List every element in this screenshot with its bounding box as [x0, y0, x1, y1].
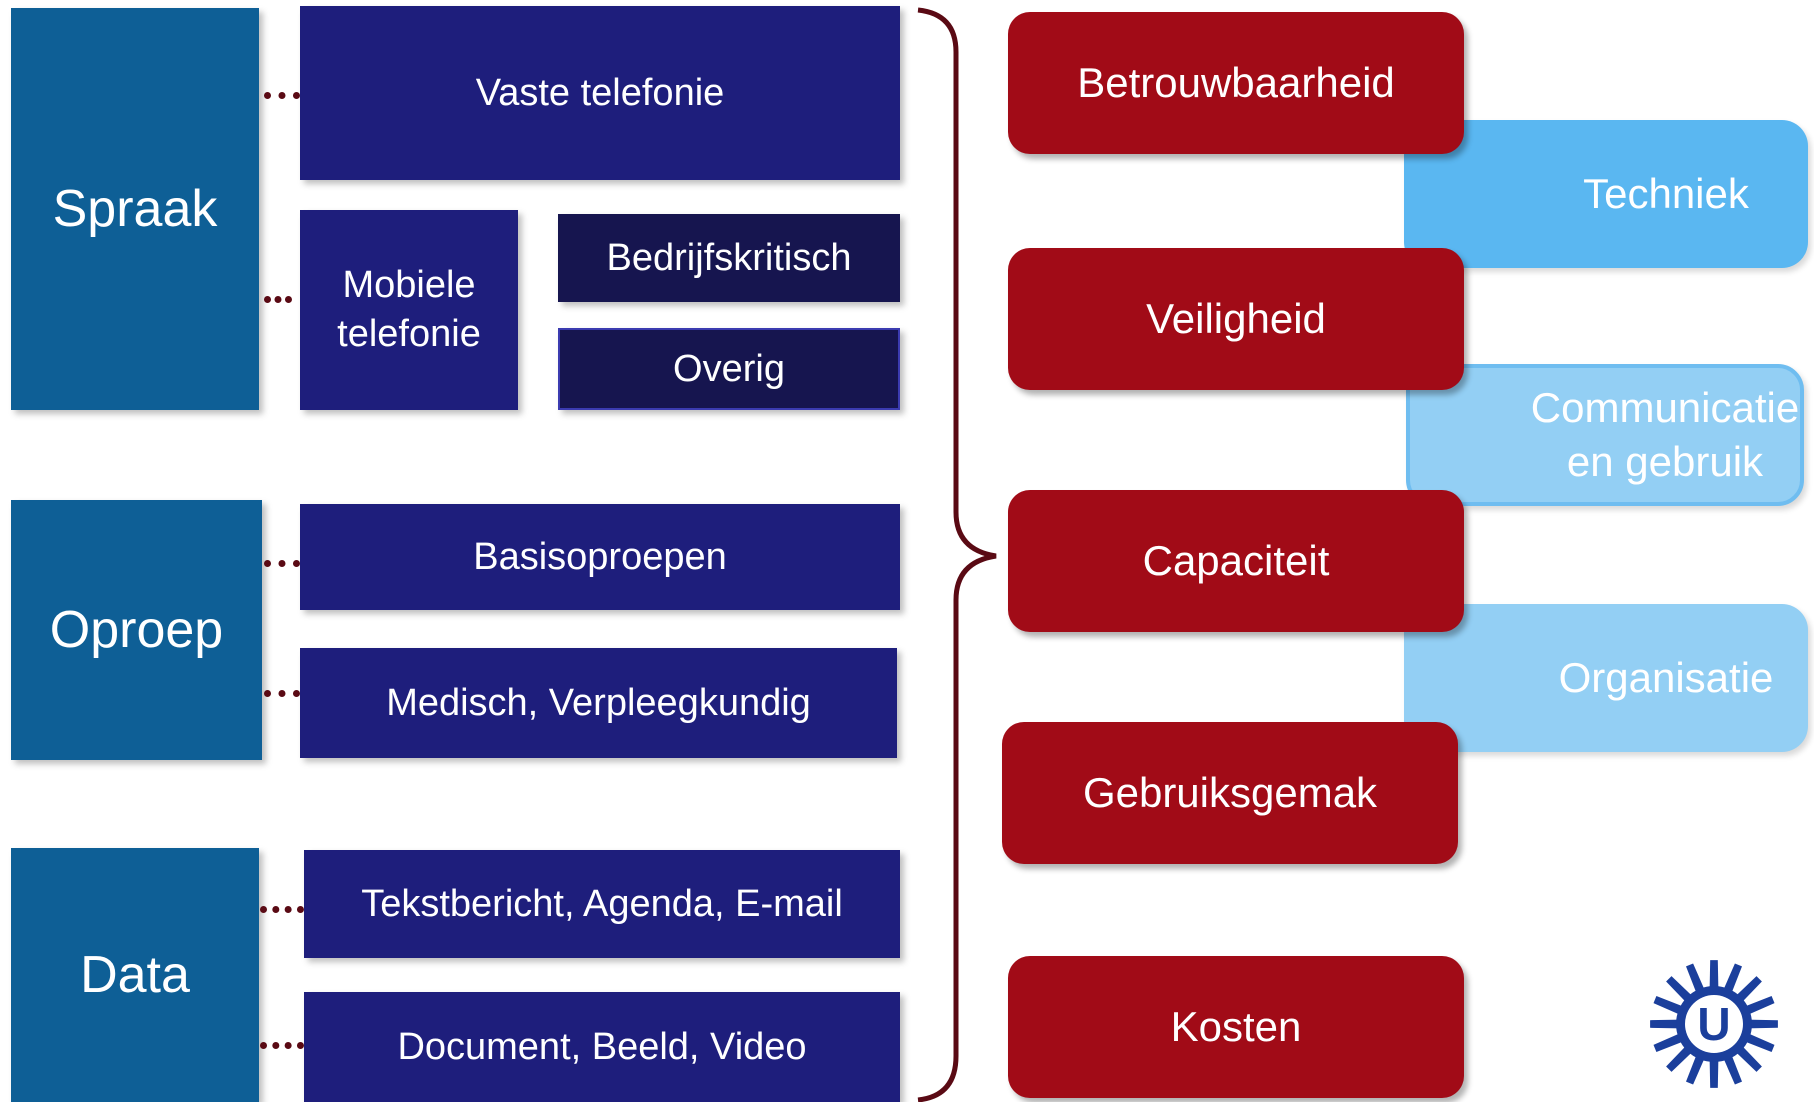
criterion-veiligheid-label: Veiligheid	[1146, 295, 1326, 343]
connector-document	[260, 1042, 304, 1049]
service-bedrijfskritisch-label: Bedrijfskritisch	[606, 236, 852, 279]
logo-ray	[1650, 1019, 1681, 1029]
logo-ray	[1734, 976, 1762, 1004]
category-spraak: Spraak	[11, 8, 259, 410]
logo-ray	[1666, 1044, 1694, 1072]
logo-ray	[1743, 996, 1775, 1016]
criterion-capaciteit-label: Capaciteit	[1142, 537, 1330, 585]
service-vaste-telefonie-label: Vaste telefonie	[475, 71, 725, 114]
connector-tekstbericht	[260, 906, 304, 913]
service-mobiele-telefonie: Mobiele telefonie	[300, 210, 518, 410]
logo-ray	[1722, 1053, 1742, 1085]
service-document-label: Document, Beeld, Video	[397, 1025, 807, 1068]
logo-ray	[1709, 1057, 1719, 1088]
logo-ray	[1747, 1019, 1778, 1029]
aspect-organisatie: Organisatie	[1404, 604, 1808, 752]
service-overig: Overig	[558, 328, 900, 410]
logo-ray	[1686, 963, 1706, 995]
category-oproep-label: Oproep	[49, 600, 224, 659]
service-basisoproepen-label: Basisoproepen	[473, 535, 727, 578]
criterion-betrouwbaarheid: Betrouwbaarheid	[1008, 12, 1464, 154]
logo-ray	[1653, 1032, 1685, 1052]
logo-ray	[1722, 963, 1742, 995]
service-mobiele-telefonie-label: Mobiele telefonie	[337, 264, 481, 355]
service-basisoproepen: Basisoproepen	[300, 504, 900, 610]
criterion-capaciteit: Capaciteit	[1008, 490, 1464, 632]
criterion-gebruiksgemak-label: Gebruiksgemak	[1082, 769, 1378, 817]
aspect-techniek: Techniek	[1404, 120, 1808, 268]
category-oproep: Oproep	[11, 500, 262, 760]
service-document: Document, Beeld, Video	[304, 992, 900, 1102]
logo-ray	[1743, 1032, 1775, 1052]
category-data-label: Data	[80, 945, 190, 1004]
connector-basisoproepen	[264, 560, 300, 567]
connector-mobiele	[264, 296, 292, 303]
university-sun-logo-icon: U	[1650, 960, 1778, 1088]
logo-letter: U	[1697, 998, 1730, 1050]
criterion-veiligheid: Veiligheid	[1008, 248, 1464, 390]
logo-ray	[1734, 1044, 1762, 1072]
service-tekstbericht-label: Tekstbericht, Agenda, E-mail	[361, 882, 843, 925]
category-spraak-label: Spraak	[52, 179, 218, 238]
criterion-kosten-label: Kosten	[1170, 1003, 1302, 1051]
aspect-organisatie-label: Organisatie	[1558, 654, 1774, 702]
aspect-communicatie-label: Communicatie en gebruik	[1530, 384, 1800, 485]
aspect-communicatie: Communicatie en gebruik	[1406, 364, 1804, 506]
connector-medisch	[264, 690, 300, 697]
logo-ray	[1653, 996, 1685, 1016]
criterion-betrouwbaarheid-label: Betrouwbaarheid	[1077, 59, 1395, 107]
logo-ray	[1709, 960, 1719, 991]
aspect-techniek-label: Techniek	[1583, 170, 1749, 218]
connector-vaste	[264, 92, 300, 99]
service-medisch: Medisch, Verpleegkundig	[300, 648, 897, 758]
service-tekstbericht: Tekstbericht, Agenda, E-mail	[304, 850, 900, 958]
criterion-gebruiksgemak: Gebruiksgemak	[1002, 722, 1458, 864]
service-bedrijfskritisch: Bedrijfskritisch	[558, 214, 900, 302]
service-vaste-telefonie: Vaste telefonie	[300, 6, 900, 180]
category-data: Data	[11, 848, 259, 1102]
logo-ray	[1666, 976, 1694, 1004]
logo-ray	[1686, 1053, 1706, 1085]
service-overig-label: Overig	[673, 347, 785, 390]
criterion-kosten: Kosten	[1008, 956, 1464, 1098]
service-medisch-label: Medisch, Verpleegkundig	[386, 681, 811, 724]
